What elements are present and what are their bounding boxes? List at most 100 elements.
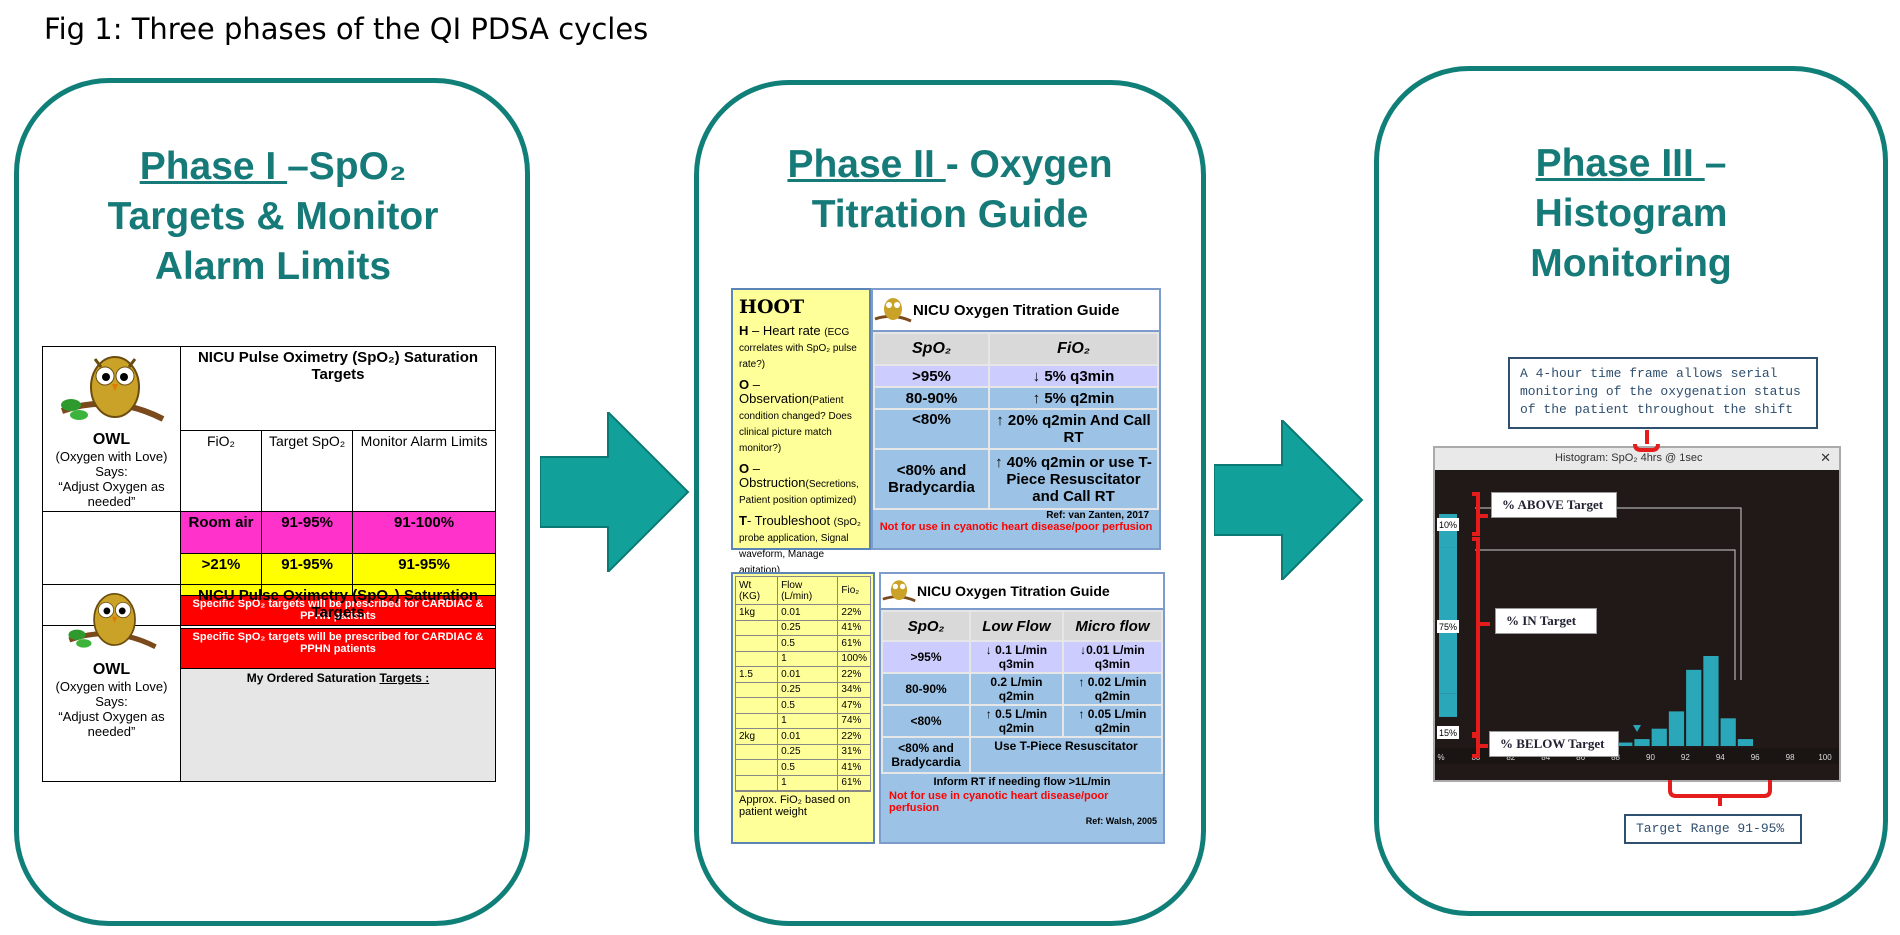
in-target-label: % IN Target: [1495, 608, 1597, 634]
guide2-r1-micro: ↓0.01 L/min q3min: [1061, 640, 1164, 674]
guide2-brady-spo2: <80% and Bradycardia: [881, 736, 971, 774]
guide1-warning: Not for use in cyanotic heart disease/po…: [879, 521, 1153, 533]
phase2-title-underlined: Phase II: [787, 143, 946, 186]
histogram-bar: [1703, 656, 1719, 746]
guide2-col-micro: Micro flow: [1061, 610, 1164, 642]
table-cell: 1: [777, 650, 839, 667]
table-cell: [734, 650, 779, 667]
table-cell: [734, 681, 779, 698]
table-cell: 1kg: [734, 604, 779, 621]
hoot-detail: (Patient condition changed? Does clinica…: [739, 395, 852, 454]
card1-row1-target: 91-95%: [261, 511, 354, 554]
guide2-ref: Ref: Walsh, 2005: [1085, 816, 1157, 826]
hoot-detail: (Secretions, Patient position optimized): [739, 479, 859, 506]
table-cell: 0.01: [777, 604, 839, 621]
pulse-oximetry-card-1: OWL (Oxygen with Love) Says: “Adjust Oxy…: [42, 345, 496, 626]
close-icon[interactable]: ✕: [1820, 450, 1831, 465]
table-cell: 1: [777, 774, 839, 791]
pct-label-bg: [1437, 620, 1459, 633]
guide2-r3-micro: ↑ 0.05 L/min q2min: [1061, 704, 1164, 738]
card1-col-target: Target SpO₂: [261, 430, 354, 512]
x-tick-label: 98: [1786, 753, 1795, 762]
hoot-letter: H: [739, 323, 749, 338]
guide2-r1-low: ↓ 0.1 L/min q3min: [969, 640, 1064, 674]
table-cell: 34%: [837, 681, 871, 698]
phase3-title-line2: Histogram: [1534, 192, 1728, 235]
x-tick-label: 90: [1646, 753, 1655, 762]
histogram-bar: [1720, 718, 1736, 746]
x-tick-label: 82: [1506, 753, 1515, 762]
hoot-item: T- Troubleshoot (SpO₂ probe application,…: [739, 514, 863, 578]
pct-label-bg: [1437, 726, 1459, 739]
phase3-title-underlined: Phase III: [1535, 142, 1705, 185]
owl-icon: [882, 580, 916, 603]
guide1-ref: Ref: van Zanten, 2017: [1046, 510, 1149, 521]
guide2-r3-low: ↑ 0.5 L/min q2min: [969, 704, 1064, 738]
hoot-letter: O: [739, 377, 750, 392]
owl-icon: [67, 592, 157, 650]
table-cell: 41%: [837, 759, 871, 776]
card2-red-note: Specific SpO₂ targets will be prescribed…: [180, 628, 496, 669]
phase3-title-line3: Monitoring: [1530, 242, 1732, 285]
card2-ordered-targets: My Ordered Saturation Targets :: [180, 668, 496, 782]
table-cell: [734, 774, 779, 791]
phase3-title-rest: –: [1704, 142, 1727, 185]
table-cell: 0.5: [777, 759, 839, 776]
below-target-label: % BELOW Target: [1489, 731, 1619, 757]
weight-table-header-cell: Fio₂: [837, 576, 871, 605]
timeframe-annotation: A 4-hour time frame allows serial monito…: [1508, 357, 1818, 429]
hoot-item: H – Heart rate (ECG correlates with SpO₂…: [739, 324, 863, 372]
table-cell: 0.25: [777, 681, 839, 698]
guide2-title: NICU Oxygen Titration Guide: [917, 583, 1110, 599]
hoot-heading: - Troubleshoot: [746, 513, 834, 528]
hoot-title: HOOT: [739, 296, 805, 318]
phase3-title: Phase III – Histogram Monitoring: [1400, 139, 1862, 289]
phase2-title: Phase II - Oxygen Titration Guide: [720, 140, 1180, 240]
guide1-r2-spo2: 80-90%: [873, 386, 990, 410]
guide2-inform: Inform RT if needing flow >1L/min: [933, 776, 1111, 788]
x-tick-label: 92: [1681, 753, 1690, 762]
phase1-title-rest: –SpO₂: [287, 145, 407, 188]
phase1-title: Phase I –SpO₂ Targets & Monitor Alarm Li…: [40, 142, 506, 292]
guide2-col-low: Low Flow: [969, 610, 1064, 642]
table-cell: 0.5: [777, 697, 839, 714]
phase1-title-line2: Targets & Monitor: [107, 195, 439, 238]
guide1-r4-fio2: ↑ 40% q2min or use T-Piece Resuscitator …: [988, 448, 1159, 510]
guide2-r2-spo2: 80-90%: [881, 672, 971, 706]
guide1-col-spo2: SpO₂: [873, 332, 990, 366]
ordered-prefix: My Ordered Saturation: [246, 671, 380, 685]
table-cell: 100%: [837, 650, 871, 667]
guide2-brady-action: Use T-Piece Resuscitator: [969, 736, 1163, 774]
guide1-header: NICU Oxygen Titration Guide: [873, 290, 1159, 332]
hoot-detail: (ECG correlates with SpO₂ pulse rate?): [739, 327, 857, 370]
table-cell: 1: [777, 712, 839, 729]
x-tick-label: 84: [1541, 753, 1550, 762]
table-cell: 22%: [837, 604, 871, 621]
above-target-label: % ABOVE Target: [1491, 492, 1617, 518]
hoot-letter: O: [739, 461, 750, 476]
target-region-inner: [1475, 549, 1736, 680]
card1-col-alarm: Monitor Alarm Limits: [352, 430, 496, 512]
summary-bar-below: [1439, 693, 1457, 717]
pct-label-below: 15%: [1439, 728, 1457, 738]
owl-says: Says:: [95, 464, 128, 479]
hoot-items: H – Heart rate (ECG correlates with SpO₂…: [739, 324, 863, 578]
pulse-oximetry-card-2: OWL (Oxygen with Love) Says: “Adjust Oxy…: [42, 584, 496, 782]
table-cell: 74%: [837, 712, 871, 729]
guide2-r1-spo2: >95%: [881, 640, 971, 674]
x-tick-label: 86: [1576, 753, 1585, 762]
weight-table-header: Wt (KG)Flow (L/min)Fio₂: [734, 576, 871, 605]
x-tick-label: %: [1437, 753, 1444, 762]
table-cell: [734, 743, 779, 760]
table-cell: 0.01: [777, 728, 839, 745]
table-cell: 2kg: [734, 728, 779, 745]
table-cell: 0.25: [777, 743, 839, 760]
